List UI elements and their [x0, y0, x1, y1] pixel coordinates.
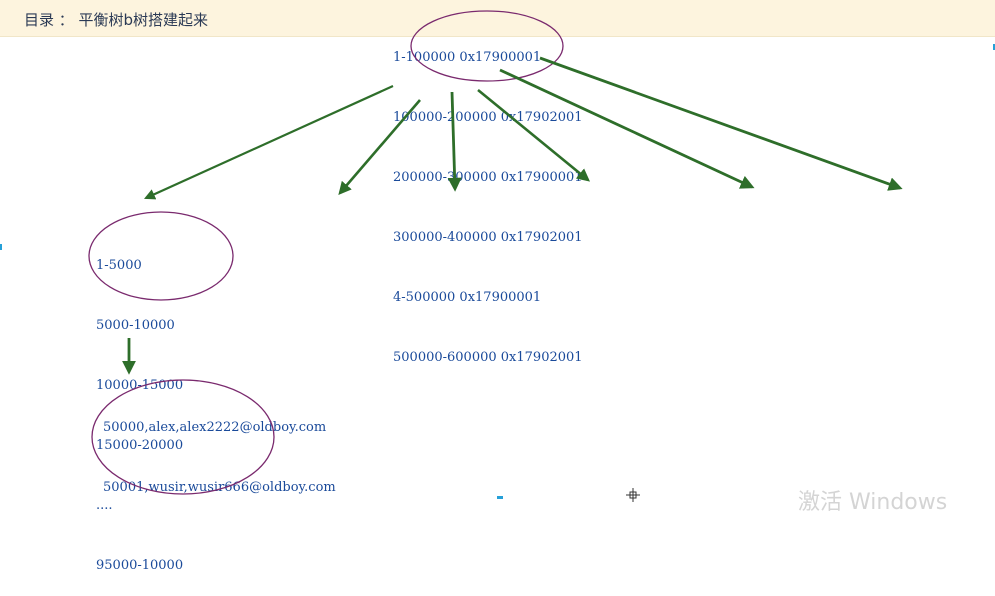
- branch-node-line: 5000-10000: [96, 318, 175, 333]
- leaf-node-line: 50001,wusir,wusir666@oldboy.com: [103, 480, 336, 495]
- branch-node-line: 15000-20000: [96, 438, 184, 453]
- edge-marker: [0, 244, 2, 250]
- root-node-line: 4-500000 0x17900001: [393, 290, 542, 305]
- root-node-line: 200000-300000 0x17900001: [393, 170, 583, 185]
- root-node-line: 300000-400000 0x17902001: [393, 230, 583, 245]
- diagram-overlay: [88, 10, 903, 495]
- child-arrow-6: [539, 56, 903, 191]
- child-arrow-1: [143, 84, 394, 200]
- activation-watermark: 激活 Windows: [798, 490, 948, 515]
- child-arrow-3: [447, 91, 462, 192]
- root-highlight-ellipse: [410, 10, 564, 82]
- crosshair-cursor-icon: [626, 488, 640, 502]
- child-arrow-5: [499, 68, 755, 189]
- root-node-line: 100000-200000 0x17902001: [393, 110, 583, 125]
- edge-marker: [993, 44, 995, 50]
- child-arrow-4: [477, 88, 591, 182]
- leaf-node-line: 50000,alex,alex2222@oldboy.com: [103, 420, 327, 435]
- leaf-highlight-ellipse: [91, 379, 275, 495]
- branch-highlight-ellipse: [88, 211, 234, 301]
- root-node: 1-100000 0x17900001 100000-200000 0x1790…: [393, 8, 583, 388]
- branch-node-line: 95000-10000: [96, 558, 184, 573]
- toc-label: 目录 ： 平衡树b树搭建起来: [24, 11, 209, 29]
- toc-bar: 目录 ： 平衡树b树搭建起来: [0, 0, 995, 37]
- edge-marker: [497, 496, 503, 499]
- child-arrow-2: [338, 99, 421, 195]
- root-node-line: 500000-600000 0x17902001: [393, 350, 583, 365]
- leaf-node: 50000,alex,alex2222@oldboy.com 50001,wus…: [103, 378, 336, 518]
- branch-node-line: 1-5000: [96, 258, 142, 273]
- root-node-line: 1-100000 0x17900001: [393, 50, 542, 65]
